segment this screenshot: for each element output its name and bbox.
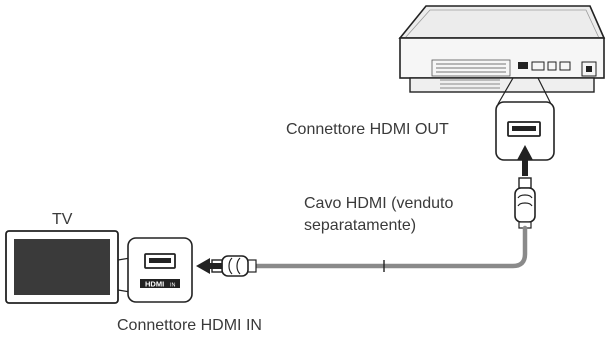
hdmi-out-callout <box>495 77 555 161</box>
hdmi-in-label: Connettore HDMI IN <box>117 317 262 334</box>
tv-label: TV <box>52 211 73 228</box>
tv-set <box>5 230 131 304</box>
hdmi-in-port-panel <box>127 237 193 303</box>
hdmi-logo-text: HDMI <box>145 280 164 289</box>
hdmi-in-text: IN <box>170 283 176 289</box>
tv-screen <box>14 239 110 295</box>
ps3-console <box>398 5 606 93</box>
arrow-up-icon <box>517 145 533 176</box>
hdmi-in-callout: HDMI IN <box>127 237 193 303</box>
cable-label-line1: Cavo HDMI (venduto <box>304 195 454 212</box>
hdmi-in-logo-plate <box>140 279 180 288</box>
hdmi-plug-vertical <box>514 177 536 229</box>
arrow-left-icon <box>196 258 222 274</box>
cable-label-line2: separatamente) <box>304 217 417 234</box>
hdmi-out-label: Connettore HDMI OUT <box>286 121 449 138</box>
hdmi-cable <box>253 225 528 269</box>
